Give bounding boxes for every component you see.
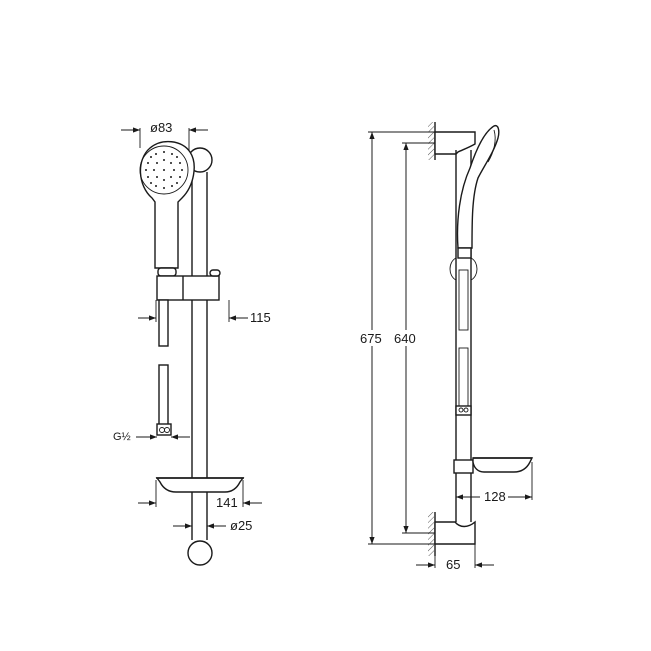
dim-bracket-projection: 65 [416, 544, 494, 572]
spray-nozzles [145, 151, 183, 189]
dim-label-handshower-diameter: ø83 [150, 120, 172, 135]
dim-label-soap-dish-depth: 128 [484, 489, 506, 504]
dim-handshower-diameter: ø83 [121, 120, 208, 150]
dim-label-rail-length: 640 [394, 331, 416, 346]
dim-label-slider-projection: 115 [250, 310, 271, 325]
dim-total-height: 675 [358, 131, 435, 545]
wall-hatch-bottom [428, 512, 434, 556]
top-bracket [434, 131, 476, 155]
hose-nut [156, 423, 172, 436]
dim-soap-dish-width: 141 [138, 480, 262, 510]
dim-rail-diameter: ø25 [173, 518, 252, 533]
dim-label-rail-diameter: ø25 [230, 518, 252, 533]
bottom-bracket [434, 520, 476, 545]
side-hand-shower [449, 124, 500, 281]
dim-soap-dish-depth: 128 [455, 462, 533, 504]
hose [156, 299, 172, 436]
dim-slider-projection: 115 [138, 300, 271, 325]
soap-dish [155, 477, 245, 493]
slider-bracket [156, 267, 221, 301]
dim-label-total-height: 675 [360, 331, 382, 346]
dim-label-soap-dish-width: 141 [216, 495, 238, 510]
dim-label-hose-connection: G½ [113, 431, 131, 443]
front-view: ø83 115 G½ 141 ø25 [113, 120, 271, 566]
side-soap-dish [453, 457, 534, 474]
dim-hose-connection: G½ [113, 431, 190, 443]
hose-connector [455, 405, 472, 416]
hand-shower [139, 141, 195, 269]
dim-label-bracket-projection: 65 [446, 557, 460, 572]
dim-rail-length: 640 [392, 142, 435, 534]
slide-rail [187, 147, 213, 566]
rail-bottom-cap [187, 540, 213, 566]
side-view: 675 640 128 65 [358, 122, 534, 572]
wall-hatch-top [428, 122, 434, 160]
